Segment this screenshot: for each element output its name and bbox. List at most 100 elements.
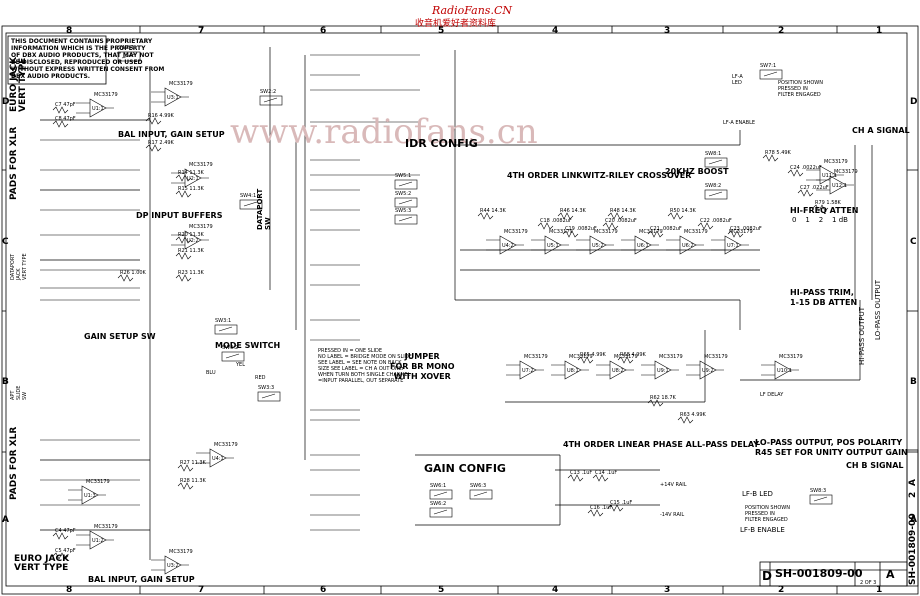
switch-label: SW6:3 bbox=[470, 483, 487, 489]
position-shown-top: POSITION SHOWN PRESSED IN FILTER ENGAGED bbox=[778, 80, 823, 98]
resistor-symbol bbox=[567, 474, 584, 482]
row-d-left: D bbox=[2, 97, 10, 107]
component-designator: C7 47pF bbox=[55, 102, 76, 108]
opamp-symbol bbox=[829, 175, 847, 195]
switch-symbol bbox=[214, 324, 238, 335]
col-5-top: 5 bbox=[438, 26, 445, 36]
atten-steps: 0 1 2 1 dB bbox=[792, 216, 848, 224]
mode-notes: PRESSED IN = ONE SLIDE NO LABEL = BRIDGE… bbox=[318, 348, 412, 384]
col-3-top: 3 bbox=[664, 26, 671, 36]
mode-note-line: SIZE SEE LABEL = CH A OUT ONLY bbox=[318, 366, 404, 372]
resistor-symbol bbox=[602, 222, 619, 230]
switch-contact bbox=[398, 216, 413, 222]
opamp-label: U9:2 bbox=[702, 368, 714, 374]
mode-note-line: PRESSED IN = ONE SLIDE bbox=[318, 348, 383, 354]
opamp-label: U5:2 bbox=[592, 243, 604, 249]
component-designator: R78 5.49K bbox=[765, 150, 791, 156]
pads-xlr-bottom-label: PADS FOR XLR bbox=[9, 426, 19, 500]
component-designator: R27 11.3K bbox=[180, 460, 206, 466]
component-designator: R23 11.3K bbox=[178, 270, 204, 276]
resistor-symbol bbox=[787, 169, 804, 177]
resistor-symbol bbox=[175, 190, 192, 198]
resistor-symbol bbox=[592, 474, 609, 482]
mode-switch-title: MODE SWITCH bbox=[215, 341, 281, 350]
switch-contact bbox=[708, 191, 723, 197]
resistor-symbol bbox=[697, 222, 714, 230]
component-designator: C24 .0022uF bbox=[790, 165, 822, 171]
opamp-label: U2:2 bbox=[187, 238, 199, 244]
lf-a-enable-label: LF-A ENABLE bbox=[723, 120, 756, 126]
switch-contact bbox=[813, 496, 828, 502]
opamp-wire bbox=[76, 534, 114, 546]
opamp-symbol bbox=[724, 235, 742, 255]
opamp-wire bbox=[641, 364, 679, 376]
resistor-symbol bbox=[812, 204, 829, 212]
opamp-symbol bbox=[634, 235, 652, 255]
opamp-wire bbox=[196, 452, 234, 464]
opamp-label: U7:2 bbox=[522, 368, 534, 374]
row-a-right: A bbox=[910, 515, 917, 525]
note-line: BE DISCLOSED, REPRODUCED OR USED bbox=[11, 59, 143, 66]
rail-minus-label: -14V RAIL bbox=[660, 512, 685, 518]
bal-input-top-title: BAL INPUT, GAIN SETUP bbox=[118, 130, 225, 139]
led-blue-label: BLU bbox=[206, 370, 216, 376]
switch-label: SW5:2 bbox=[395, 191, 412, 197]
component-designator: R15 11.3K bbox=[178, 186, 204, 192]
title-sheet-code: D bbox=[762, 569, 772, 583]
resistor-symbol bbox=[117, 274, 134, 282]
opamp-symbol bbox=[184, 230, 202, 250]
opamp-type-label: MC33179 bbox=[729, 229, 753, 235]
proprietary-note: THIS DOCUMENT CONTAINS PROPRIETARY INFOR… bbox=[11, 38, 164, 80]
bal-input-bottom-title: BAL INPUT, GAIN SETUP bbox=[88, 575, 195, 584]
switch-label: SW7:1 bbox=[760, 63, 777, 69]
component-designator: R62 18.7K bbox=[650, 395, 676, 401]
watermark-site: RadioFans.CN bbox=[432, 4, 512, 17]
component-designator: C14 .1uF bbox=[595, 470, 618, 476]
opamp-wire bbox=[76, 102, 114, 114]
lf-delay-label: LF DELAY bbox=[760, 392, 784, 398]
apt-slide-sw-label: APT SLIDE SW bbox=[10, 385, 28, 400]
row-c-right: C bbox=[910, 237, 917, 247]
opamp-label: U11:1 bbox=[822, 173, 837, 179]
side-sheet: 2 bbox=[908, 491, 918, 498]
switch-symbol bbox=[429, 489, 453, 500]
euro-jack-top-label: EURO JACK VERT TYPE bbox=[9, 56, 28, 112]
opamp-type-label: MC33179 bbox=[569, 354, 593, 360]
all-pass-delay-title: 4TH ORDER LINEAR PHASE ALL-PASS DELAY bbox=[563, 440, 760, 449]
switch-label: SW8:2 bbox=[705, 183, 722, 189]
opamp-label: U4:2 bbox=[502, 243, 514, 249]
resistor-symbol bbox=[607, 504, 624, 512]
title-drawing-number: SH-001809-00 bbox=[775, 567, 863, 580]
component-designator: C22 .0082uF bbox=[700, 218, 732, 224]
resistor-symbol bbox=[647, 399, 664, 407]
opamp-symbol bbox=[164, 555, 182, 575]
resistor-symbol bbox=[762, 154, 779, 162]
opamp-wire bbox=[151, 559, 189, 571]
mode-note-line: SEE LABEL = SEE NOTE ON BACK bbox=[318, 360, 402, 366]
resistor-symbol bbox=[145, 144, 162, 152]
component-designator: C27 .022uF bbox=[800, 185, 829, 191]
opamp-symbol bbox=[184, 168, 202, 188]
resistor-symbol bbox=[175, 252, 192, 260]
switch-contact bbox=[398, 199, 413, 205]
boost-20khz-title: 20KHZ BOOST bbox=[665, 167, 729, 176]
title-sheet: 2 OF 3 bbox=[860, 580, 877, 586]
mode-note-line: =INPUT PARALLEL, OUT SEPARATE bbox=[318, 378, 404, 384]
note-line: WITHOUT EXPRESS WRITTEN CONSENT FROM bbox=[11, 66, 165, 73]
opamp-wire bbox=[171, 234, 209, 246]
rail-plus-label: +14V RAIL bbox=[660, 482, 687, 488]
resistor-symbol bbox=[557, 212, 574, 220]
idr-config-title: IDR CONFIG bbox=[405, 137, 478, 150]
dataport-jack-label: DATAPORT JACK VERT TYPE bbox=[10, 253, 28, 280]
opamp-label: U5:1 bbox=[547, 243, 559, 249]
opamp-wire bbox=[171, 172, 209, 184]
opamp-symbol bbox=[81, 485, 99, 505]
component-designator: C4 47pF bbox=[55, 528, 76, 534]
component-designator: R14 11.3K bbox=[178, 170, 204, 176]
switch-label: SW8:1 bbox=[705, 151, 722, 157]
switch-label: SW3:3 bbox=[258, 385, 275, 391]
component-designator: R63 4.99K bbox=[680, 412, 706, 418]
inner-border bbox=[5, 32, 908, 587]
col-8-top: 8 bbox=[66, 26, 73, 36]
